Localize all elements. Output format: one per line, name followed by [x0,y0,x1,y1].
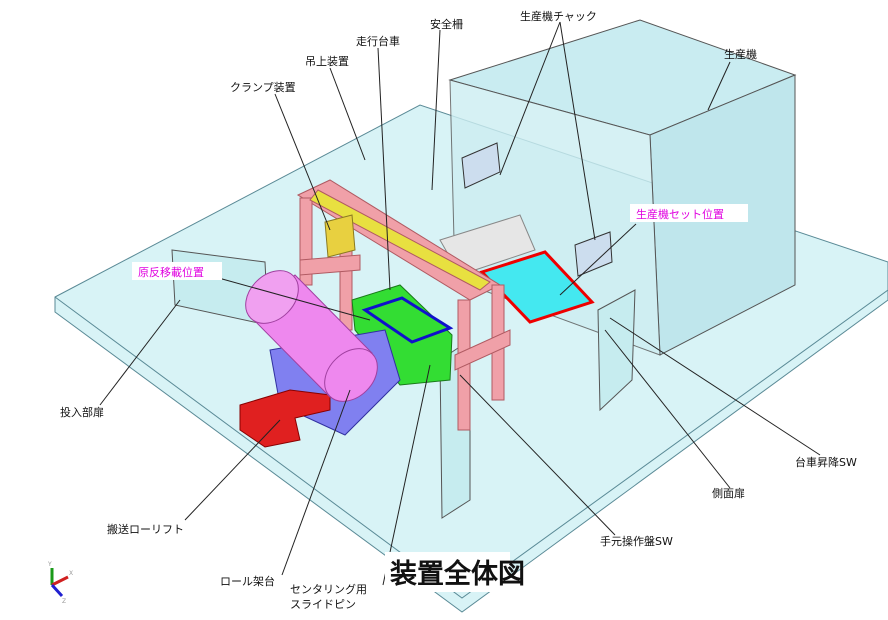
leader-lines [99,21,821,586]
label-pin-line1: センタリング用 [290,582,367,596]
label-clamp: クランプ装置 [230,81,296,94]
label-lift: 搬送ローリフト [107,522,184,536]
transfer-position [361,296,454,344]
side-door [597,289,636,412]
diagram-title: 装置全体図 [390,558,525,590]
axis-triad-icon: Y X Z [47,561,73,605]
label-input-door: 投入部扉 [60,405,104,419]
label-hand-panel: 手元操作盤SW [600,534,673,548]
svg-text:Y: Y [47,561,52,568]
label-fence: 安全柵 [430,17,463,31]
label-machine-set-position: 生産機セット位置 [636,207,724,221]
svg-text:Z: Z [62,598,66,605]
label-transfer-position: 原反移載位置 [138,265,204,279]
clamp-unit [324,214,356,258]
label-pin-line2: スライドピン [290,598,356,611]
svg-text:X: X [69,570,73,577]
label-roll-stand: ロール架台 [220,574,275,588]
hoist-frame [296,179,511,431]
roll [245,270,378,402]
label-hoist: 吊上装置 [305,55,349,68]
label-cart-sw: 台車昇降SW [795,455,857,469]
label-cart: 走行台車 [356,34,400,48]
label-side-door: 側面扉 [712,487,745,500]
machine-set-position [479,250,595,324]
label-chuck: 生産機チャック [520,9,597,23]
floor-edge [54,289,888,599]
lift-arm [239,389,331,448]
label-machine: 生産機 [724,47,757,61]
